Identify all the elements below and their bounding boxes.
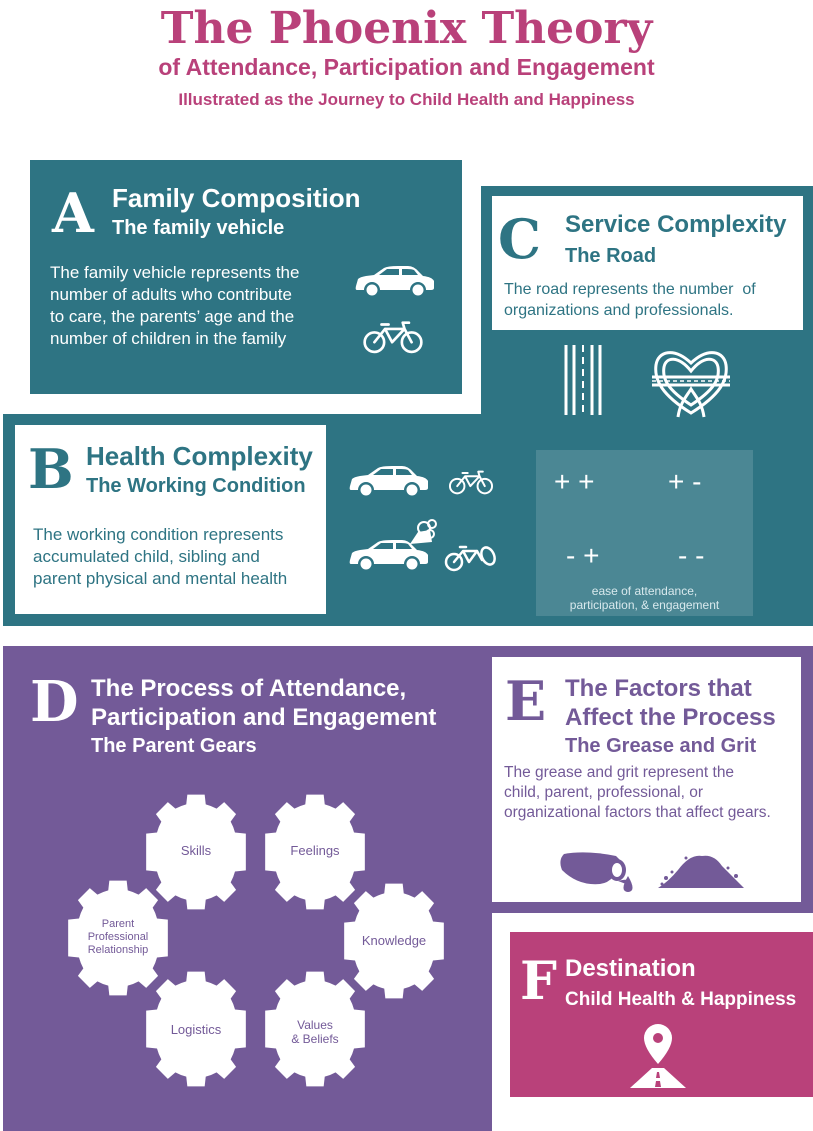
panel-a-body: The family vehicle represents the number… [50, 263, 300, 349]
car-icon [346, 464, 430, 496]
panel-d-subtitle: The Parent Gears [91, 735, 257, 757]
destination-pin-icon [630, 1024, 686, 1088]
gear-skills-label: Skills [180, 843, 212, 858]
panel-f-letter: F [520, 951, 557, 1012]
panel-d-letter: D [30, 669, 79, 735]
matrix-caption: ease of attendance, participation, & eng… [569, 584, 720, 612]
matrix-cell-pm: + - [668, 466, 702, 497]
panel-e-subtitle: The Grease and Grit [565, 735, 757, 757]
gear-knowledge-label: Knowledge [361, 933, 427, 948]
panel-c-body: The road represents the number of organi… [504, 281, 756, 319]
panel-b-title: Health Complexity [86, 441, 313, 471]
grease-can-icon [560, 852, 633, 892]
broken-car-icon [349, 519, 437, 570]
panel-c-subtitle: The Road [565, 245, 657, 267]
ease-matrix [536, 450, 753, 616]
panel-c-letter: C [498, 207, 541, 271]
gear-relationship-label: Parent Professional Relationship [87, 918, 149, 956]
gear-values-label: Values & Beliefs [291, 1018, 339, 1046]
bicycle-icon [448, 468, 494, 495]
matrix-cell-mm: - - [678, 540, 705, 571]
gear-feelings-label: Feelings [290, 843, 340, 858]
bicycle-icon [362, 318, 424, 354]
matrix-cell-mp: - + [566, 540, 600, 571]
panel-b-subtitle: The Working Condition [86, 475, 306, 497]
panel-a-subtitle: The family vehicle [112, 217, 285, 239]
page-subtitle: of Attendance, Participation and Engagem… [158, 54, 655, 80]
panel-b-body: The working condition represents accumul… [33, 525, 288, 589]
broken-bicycle-icon [444, 545, 496, 572]
panel-e-title: The Factors that Affect the Process [565, 675, 776, 731]
panel-e-card [492, 657, 801, 902]
panel-a-letter: A [52, 181, 94, 245]
interchange-road-icon [652, 351, 730, 418]
panel-b-card [15, 425, 326, 614]
straight-road-icon [564, 345, 602, 415]
grit-pile-icon [658, 855, 744, 888]
gear-logistics-label: Logistics [170, 1022, 222, 1037]
page-title: The Phoenix Theory [160, 3, 653, 54]
page-tagline: Illustrated as the Journey to Child Heal… [178, 90, 635, 109]
panel-b-letter: B [28, 437, 74, 501]
car-icon [352, 264, 436, 296]
panel-d-title: The Process of Attendance, Participation… [91, 675, 437, 731]
panel-d-background [3, 646, 492, 1131]
panel-e-body: The grease and grit represent the child,… [504, 764, 771, 822]
panel-f-title: Destination [565, 955, 696, 982]
matrix-cell-pp: + + [554, 466, 595, 497]
panel-a-title: Family Composition [112, 183, 361, 213]
panel-c-title: Service Complexity [565, 211, 787, 238]
panel-f-subtitle: Child Health & Happiness [565, 989, 797, 1010]
panel-e-letter: E [505, 669, 547, 733]
panel-c-card [492, 196, 803, 330]
